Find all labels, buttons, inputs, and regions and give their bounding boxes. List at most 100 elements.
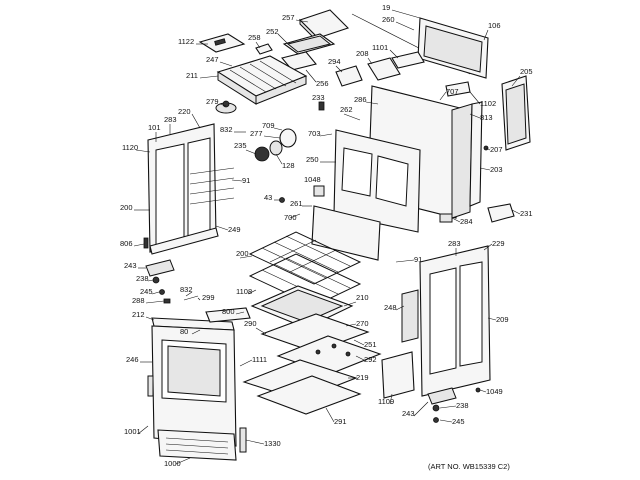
- part-250-window-left: [341, 147, 373, 197]
- leader-91: [231, 179, 243, 182]
- leader-106: [483, 29, 489, 41]
- part-257-cover: [298, 9, 350, 39]
- leader-247: [219, 61, 233, 67]
- callout-106: 106: [488, 21, 501, 30]
- callout-203: 203: [490, 165, 503, 174]
- callout-1102: 1102: [480, 99, 496, 108]
- callout-212: 212: [132, 310, 145, 319]
- top-parts: [198, 9, 531, 151]
- callout-284: 284: [460, 217, 473, 226]
- part-211-grid: [229, 60, 297, 93]
- leader-235: [245, 149, 257, 155]
- oven-racks: [242, 231, 382, 415]
- leader-245: [151, 291, 160, 295]
- callout-243: 243: [124, 261, 137, 270]
- leader-286: [365, 101, 379, 105]
- part-290-plate: [260, 313, 370, 353]
- leader-1330: [245, 439, 265, 445]
- part-258-bracket: [255, 43, 273, 55]
- callout-288: 288: [132, 296, 145, 305]
- leader-208: [367, 57, 373, 65]
- callout-1108: 1108: [236, 287, 252, 296]
- callout-700: 700: [284, 213, 297, 222]
- door-assembly: [147, 307, 251, 461]
- callout-250: 250: [306, 155, 319, 164]
- callout-832: 832: [220, 125, 233, 134]
- part-245-leg-right: [433, 417, 439, 423]
- part-208-pan: [367, 57, 401, 81]
- callout-128: 128: [282, 161, 295, 170]
- leader-292: [355, 355, 365, 361]
- leader-262: [343, 113, 361, 121]
- leader-248: [395, 305, 405, 311]
- callout-299: 299: [202, 293, 215, 302]
- part-288-clip: [163, 298, 171, 304]
- leader-245: [439, 419, 453, 423]
- leader-80: [191, 329, 201, 335]
- callout-210: 210: [356, 293, 369, 302]
- part-209-window-a: [429, 267, 457, 375]
- callout-245: 245: [452, 417, 465, 426]
- leader-243: [413, 401, 429, 417]
- leader-211: [199, 75, 219, 79]
- leader-207: [485, 147, 491, 151]
- leader-709: [273, 127, 283, 131]
- part-249-bottom-strip: [149, 227, 219, 255]
- part-277-ring: [279, 128, 297, 148]
- callout-219: 219: [356, 373, 369, 382]
- callout-258: 258: [248, 33, 261, 42]
- leader-1102: [469, 91, 481, 105]
- callout-709: 709: [262, 121, 275, 130]
- leader-238: [147, 279, 154, 282]
- part-806-foot: [143, 237, 149, 249]
- part-211-cooktop-front: [255, 75, 307, 105]
- part-1049-screw: [475, 387, 481, 393]
- callout-806: 806: [120, 239, 133, 248]
- callout-1109: 1109: [378, 397, 394, 406]
- part-1111-door-inner: [167, 345, 221, 397]
- callout-238: 238: [136, 274, 149, 283]
- callout-229: 229: [492, 239, 505, 248]
- part-1330-hinge: [239, 427, 247, 453]
- callout-19: 19: [382, 3, 390, 12]
- part-243-foot-right: [427, 387, 457, 405]
- callout-1120: 1120: [122, 143, 138, 152]
- callout-246: 246: [126, 355, 139, 364]
- callout-251: 251: [364, 340, 377, 349]
- callout-235: 235: [234, 141, 247, 150]
- callout-707: 707: [446, 87, 459, 96]
- callout-211: 211: [186, 71, 198, 80]
- part-205-side-face: [505, 83, 527, 145]
- callout-245: 245: [140, 287, 153, 296]
- leader-200: [239, 255, 253, 259]
- callout-220: 220: [178, 107, 191, 116]
- leader-284: [451, 217, 461, 223]
- callout-832: 832: [180, 285, 193, 294]
- leader-210: [343, 301, 357, 307]
- leader-1108: [247, 289, 257, 295]
- leader-257: [295, 19, 309, 23]
- leader-238: [439, 405, 457, 409]
- leader-291: [325, 407, 335, 423]
- part-284-bracket: [439, 213, 453, 223]
- part-238-leveler-right: [432, 404, 440, 412]
- callout-270: 270: [356, 319, 369, 328]
- part-1122-slot: [214, 38, 226, 46]
- leader-19: [391, 9, 421, 19]
- part-106-trim-face: [423, 25, 483, 73]
- part-235-fan: [254, 146, 270, 162]
- leader-290: [255, 327, 267, 335]
- leader-832: [185, 291, 193, 297]
- callout-247: 247: [206, 55, 219, 64]
- leader-229: [483, 243, 493, 251]
- part-1000-kickplate: [157, 429, 237, 461]
- part-128-gasket: [269, 140, 283, 156]
- part-43-screw: [279, 197, 285, 203]
- callout-200: 200: [120, 203, 133, 212]
- callout-1330: 1330: [264, 439, 281, 448]
- part-1001-hinge: [147, 375, 154, 397]
- callout-101: 101: [148, 123, 161, 132]
- callout-1001: 1001: [124, 427, 141, 436]
